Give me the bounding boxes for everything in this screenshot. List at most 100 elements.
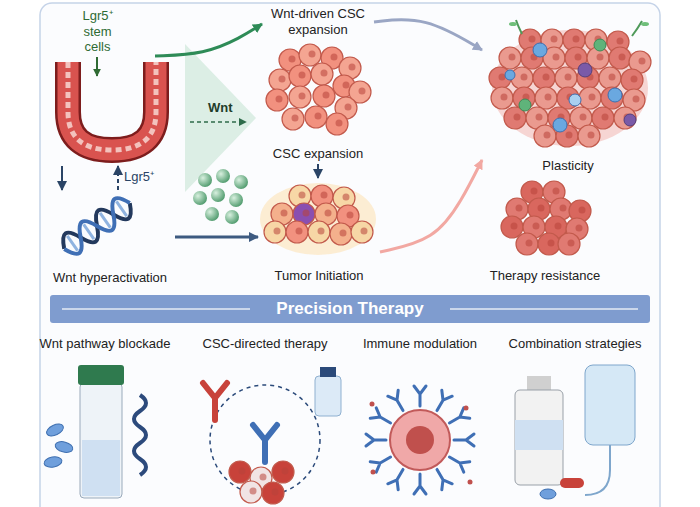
iv-bag [585,365,635,445]
tumor-cell [499,47,521,69]
target-cell [272,461,294,483]
cancer-cell [299,44,321,66]
tumor-mass [492,30,648,146]
dna-rung [84,224,94,239]
crypt-tissue [68,62,156,150]
immune-cell [533,43,547,57]
immune-cell [505,70,515,80]
drug-bottle [515,390,563,485]
crypt-wall [68,62,156,150]
tumor-cell [535,87,557,109]
antibody [446,452,469,472]
banner-title: Precision Therapy [276,299,423,319]
drug-bottle [315,376,341,416]
immune-cell [608,88,622,102]
crypt-cells [68,62,156,150]
process-stage: Plasticity [482,18,654,176]
plastic-tumor [489,20,651,147]
stage-label: Therapy resistance [490,268,601,284]
stage-label: Wnt hyperactivation [53,270,167,286]
cytokine-dot [468,480,473,485]
antibody [432,466,452,489]
csc-cluster [266,44,371,135]
cancer-cell [313,85,335,107]
tumor-cell [609,47,631,69]
tumor-cell [330,223,352,245]
cancer-cell [326,113,348,135]
target-cell [262,482,284,504]
wnt-ligand [216,169,230,183]
tumor-cell [390,410,450,470]
flow-arrow [175,236,258,239]
tumor-cell [308,221,330,243]
flow-arrow [380,160,482,252]
cancer-cell [311,63,333,85]
wnt-signal-arrow [190,121,246,123]
tumor-cell [534,125,556,147]
cancer-cell [269,69,291,91]
wnt-ligand [205,207,219,221]
vial-cap [78,365,124,385]
tumor-cell [621,69,643,91]
resistant-cell [558,233,580,255]
wnt-ligand [198,173,212,187]
antibody [454,434,474,446]
stage-label: Tumor Initiation [274,268,363,284]
stem-cell-niche: Lgr5⁺ stem cells [40,6,155,166]
resistant-cell [501,216,523,238]
dna-rung [116,201,126,216]
immune-cell [553,118,567,132]
stroma-leaf [509,22,517,26]
tumor-cell [601,87,623,109]
target-cell [229,461,251,483]
cancer-cell [289,65,311,87]
flow-arrow [374,20,482,50]
pill [43,456,62,469]
tumor-cell [351,221,373,243]
stage-label: CSC-directed therapy [203,336,328,352]
antibody [432,390,452,413]
antibody [370,452,393,472]
tumor-cell [578,125,600,147]
stage-label: Plasticity [542,158,593,174]
tumor-cluster [264,185,373,245]
antibody [388,466,408,489]
tumor-cell [491,87,513,109]
resistant-cell [538,233,560,255]
tumor-cell [286,221,308,243]
edge-label: Lgr5⁺ [124,169,154,185]
tumor-halo [260,183,376,255]
antibody [388,390,408,413]
nucleus [406,426,434,454]
target-cell [240,481,262,503]
tumor-cell [614,107,636,129]
banner-band [50,295,650,323]
antibody-ring [366,386,474,494]
therapy-column: CSC-directed therapy [190,334,340,507]
cytokine-dot [370,402,375,407]
flow-arrow [61,166,63,190]
stage-label: Lgr5⁺ stem cells [72,8,124,55]
process-stage: Wnt hyperactivation [45,190,175,288]
flow-arrow [117,166,119,190]
stage-label: Wnt-driven CSC expansion [264,6,372,37]
pointer-arrow [96,57,98,76]
immune-cell [578,63,592,77]
bottle-label [515,420,563,450]
therapy-column: Wnt pathway blockade [30,334,180,507]
cancer-cell [289,86,311,108]
antibody [446,408,469,428]
tumor-cell [264,221,286,243]
antibody [366,434,386,446]
wnt-triangle [185,44,256,192]
stroma-sprout [516,20,522,34]
dna-strand [57,193,136,259]
dna-helix [57,193,136,259]
immune-cell [594,39,606,51]
dna-strand [57,193,136,259]
cancer-cell [305,106,327,128]
section-banner: Precision Therapy [50,295,650,323]
iv-tube [585,445,610,495]
